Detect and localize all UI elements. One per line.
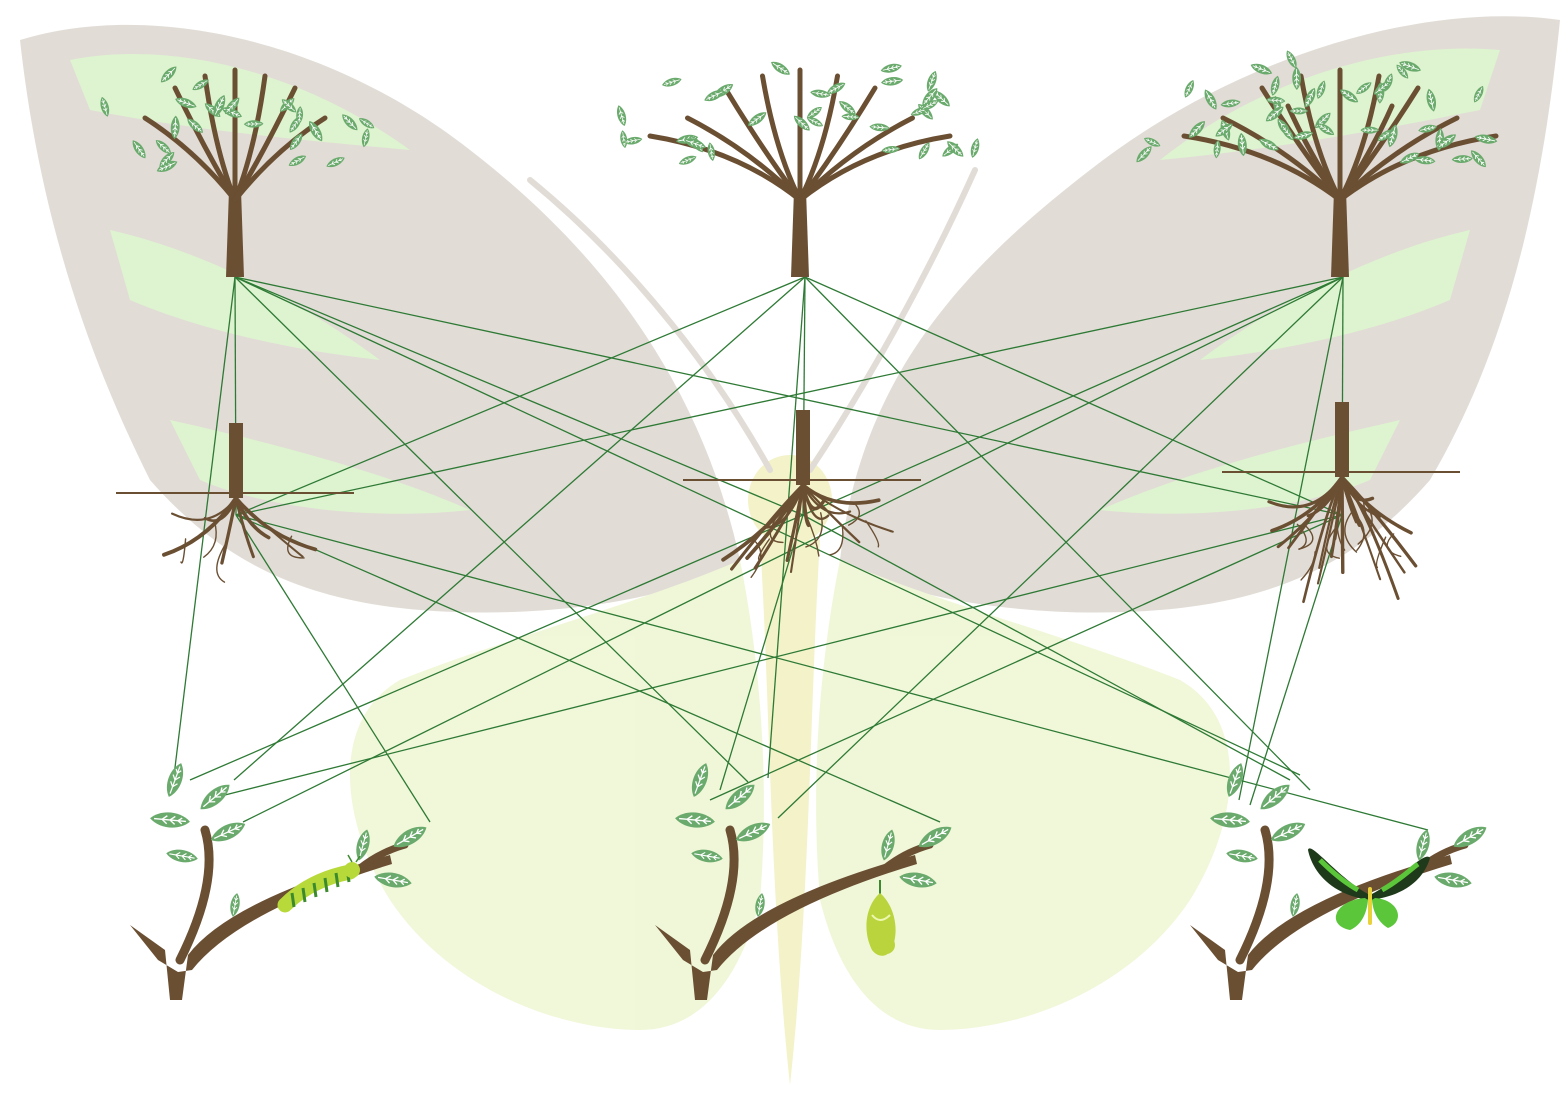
leaf-icon bbox=[614, 103, 629, 128]
edge-tree-3-to-root-1 bbox=[235, 276, 1344, 516]
edge-tree-2-to-branch-3 bbox=[804, 276, 1311, 791]
branch-2-node bbox=[655, 760, 956, 1000]
branch-1-node bbox=[130, 760, 431, 1000]
caterpillar-icon bbox=[277, 854, 361, 913]
chrysalis-icon bbox=[866, 880, 896, 956]
edge-tree-3-to-root-2 bbox=[802, 276, 1344, 516]
edge-root-1-to-branch-1 bbox=[235, 514, 431, 823]
edge-tree-2-to-branch-2 bbox=[767, 276, 806, 779]
leaf-icon bbox=[207, 816, 249, 848]
left-lower-wing bbox=[350, 560, 764, 1030]
edge-tree-2-to-root-1 bbox=[235, 276, 806, 516]
stump bbox=[1335, 402, 1349, 477]
stump bbox=[229, 423, 243, 498]
tree-trunk bbox=[791, 190, 809, 277]
stump bbox=[796, 410, 810, 485]
edge-root-2-to-branch-2 bbox=[719, 514, 804, 791]
leaf-icon bbox=[618, 129, 629, 149]
right-lower-wing bbox=[816, 560, 1230, 1030]
leaf-icon bbox=[677, 153, 699, 168]
leaf-icon bbox=[768, 58, 793, 79]
leaf-icon bbox=[164, 846, 200, 866]
edge-tree-3-to-branch-2 bbox=[777, 276, 1344, 819]
tree-2-node bbox=[614, 58, 982, 277]
diagram-nodes bbox=[97, 48, 1499, 1000]
root-system bbox=[1267, 475, 1418, 604]
root-system bbox=[721, 483, 894, 578]
edge-root-2-to-branch-1 bbox=[189, 514, 804, 781]
tree-1-node bbox=[97, 63, 377, 277]
tree-branches bbox=[647, 67, 953, 203]
root-2-node bbox=[683, 410, 921, 578]
leaf-icon bbox=[809, 87, 832, 100]
edge-root-3-to-branch-2 bbox=[709, 514, 1343, 801]
leaf-icon bbox=[879, 61, 904, 76]
tree-trunk bbox=[226, 190, 244, 277]
leaf-icon bbox=[705, 141, 717, 162]
edge-root-2-to-branch-3 bbox=[802, 514, 1291, 781]
edge-root-3-to-branch-3 bbox=[1249, 514, 1343, 806]
butterfly-icon bbox=[1308, 848, 1430, 930]
leaf-icon bbox=[1181, 78, 1197, 100]
root-1-node bbox=[116, 423, 354, 583]
edge-root-3-to-branch-1 bbox=[204, 514, 1343, 801]
leaf-icon bbox=[968, 136, 982, 160]
tree-trunk bbox=[1331, 190, 1349, 277]
leaf-icon bbox=[1267, 816, 1309, 848]
leaf-icon bbox=[1432, 869, 1474, 891]
leaf-icon bbox=[660, 75, 684, 90]
leaf-icon bbox=[148, 810, 192, 830]
edge-tree-1-to-branch-2 bbox=[234, 276, 749, 783]
edge-root-1-to-branch-2 bbox=[235, 514, 941, 823]
root-system bbox=[162, 496, 318, 583]
left-upper-wing bbox=[20, 24, 740, 613]
leaf-icon bbox=[195, 778, 235, 816]
leaf-icon bbox=[880, 75, 905, 88]
tree-3-node bbox=[1133, 48, 1499, 277]
root-3-node bbox=[1222, 402, 1460, 604]
leaf-icon bbox=[1224, 846, 1260, 866]
edge-tree-2-to-branch-1 bbox=[233, 276, 806, 781]
branch-3-node bbox=[1190, 760, 1491, 1000]
leaf-icon bbox=[1255, 778, 1295, 816]
